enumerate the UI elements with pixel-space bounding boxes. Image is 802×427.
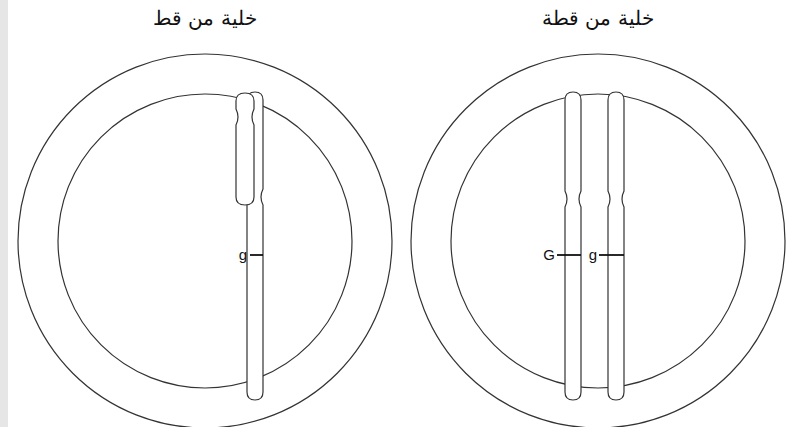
nucleus <box>58 94 352 388</box>
gene-band <box>599 254 624 256</box>
cell-membrane <box>18 54 392 427</box>
cell-title: خلية من قط <box>15 6 395 30</box>
allele-label: g <box>239 246 247 264</box>
cell-membrane <box>411 54 785 427</box>
allele-label: g <box>589 246 597 264</box>
cell-title: خلية من قطة <box>408 6 788 30</box>
x-chromosome <box>565 92 581 400</box>
x-chromosome <box>608 92 624 400</box>
cell-node: خلية من قطة <box>408 0 788 427</box>
cell-node: خلية من قط <box>15 0 395 427</box>
y-chromosome <box>236 93 254 205</box>
allele-label: G <box>543 246 555 264</box>
gene-band <box>250 254 263 256</box>
edge-strip <box>0 0 8 427</box>
gene-band <box>557 254 581 256</box>
nucleus <box>451 94 745 388</box>
